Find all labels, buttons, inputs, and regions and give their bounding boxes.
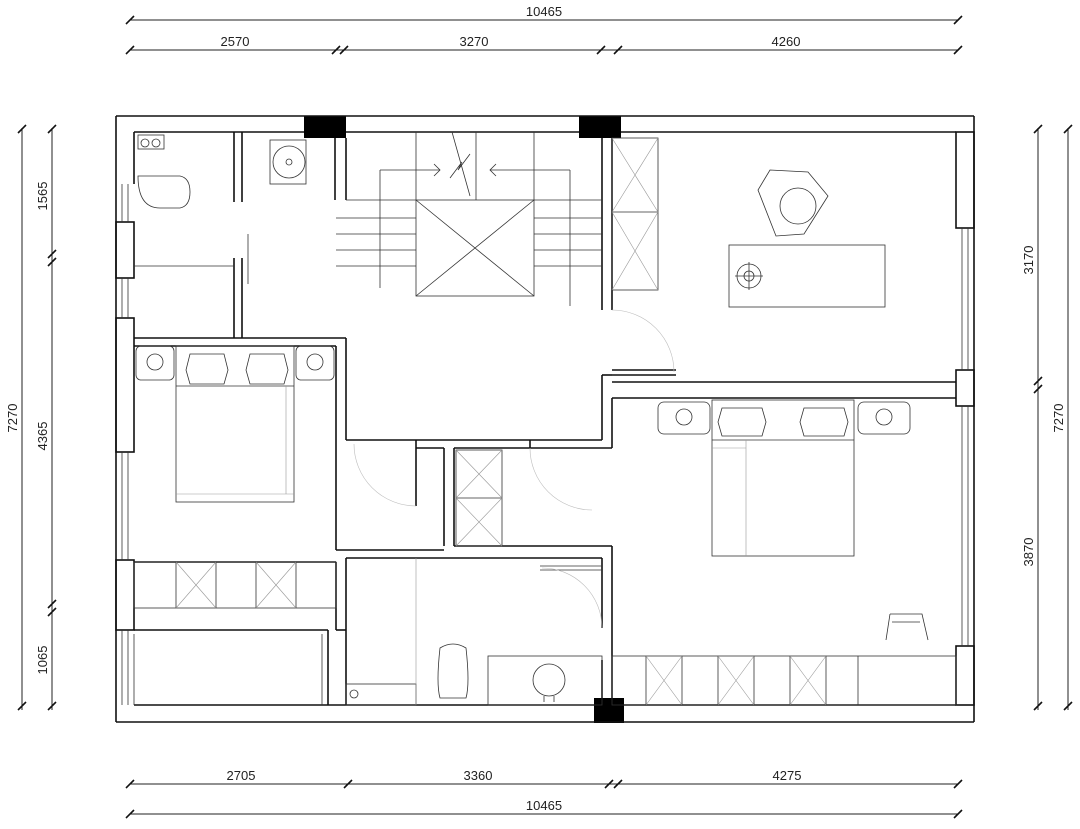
column-bottom (594, 698, 624, 723)
right-window-pier-1 (955, 131, 975, 229)
wardrobe-1 (133, 561, 337, 609)
pillow-icon (185, 353, 229, 385)
top-total-dimension: 10465 (526, 4, 562, 19)
left-window-pier-1 (115, 221, 135, 279)
basin-icon (272, 145, 306, 179)
study-furniture (611, 137, 886, 373)
stair-void (415, 199, 535, 297)
bottom-total-dimension: 10465 (526, 798, 562, 813)
bottom-segment-3-dimension: 4275 (773, 768, 802, 783)
bedroom-2-furniture (541, 399, 957, 706)
vanity-counter (487, 655, 603, 706)
top-segment-1-dimension: 2570 (221, 34, 250, 49)
pillow-icon-4 (799, 407, 849, 437)
bed-2 (711, 399, 855, 557)
wc-valve-icon (140, 138, 150, 148)
right-window-pier-2 (955, 369, 975, 407)
left-window-pier-2 (115, 317, 135, 453)
basin-icon-2 (532, 663, 566, 697)
right-dimension-lines (1033, 124, 1073, 711)
top-dimension-lines (125, 15, 963, 55)
lower-left-room (133, 634, 323, 705)
wc-fixtures (134, 134, 307, 267)
left-window-pier-3 (115, 559, 135, 631)
bottom-dimension-lines (125, 779, 963, 819)
toilet-icon (137, 175, 191, 209)
left-dimension-lines (17, 124, 57, 711)
column-top-left (304, 116, 346, 138)
bottom-segment-1-dimension: 2705 (227, 768, 256, 783)
structural-columns (304, 116, 624, 723)
bottom-segment-2-dimension: 3360 (464, 768, 493, 783)
left-total-dimension: 7270 (5, 404, 20, 433)
right-segment-2-dimension: 3870 (1021, 538, 1036, 567)
right-total-dimension: 7270 (1051, 404, 1066, 433)
left-segment-3-dimension: 1065 (35, 646, 50, 675)
nightstand-1 (135, 345, 175, 381)
left-segment-1-dimension: 1565 (35, 182, 50, 211)
exterior-walls (115, 115, 975, 723)
armchair-icon (757, 169, 829, 237)
column-top-right (579, 116, 621, 138)
nightstand-2 (295, 345, 335, 381)
bed-1 (175, 345, 295, 503)
bedroom-1-furniture (133, 345, 417, 609)
wc-valve-icon-2 (151, 138, 161, 148)
study-cabinet (611, 137, 659, 291)
chair-icon (885, 613, 929, 641)
staircase (336, 131, 602, 306)
top-segment-2-dimension: 3270 (460, 34, 489, 49)
pillow-icon-2 (245, 353, 289, 385)
pillow-icon-3 (717, 407, 767, 437)
corridor-closet (455, 447, 593, 547)
bathroom-fixtures (345, 558, 603, 706)
nightstand-3 (657, 401, 711, 435)
desk (728, 244, 886, 308)
toilet-icon-2 (437, 643, 469, 699)
right-segment-1-dimension: 3170 (1021, 246, 1036, 275)
top-segment-3-dimension: 4260 (772, 34, 801, 49)
right-window-pier-3 (955, 645, 975, 706)
left-segment-2-dimension: 4365 (35, 422, 50, 451)
wardrobe-2 (611, 655, 957, 706)
nightstand-4 (857, 401, 911, 435)
